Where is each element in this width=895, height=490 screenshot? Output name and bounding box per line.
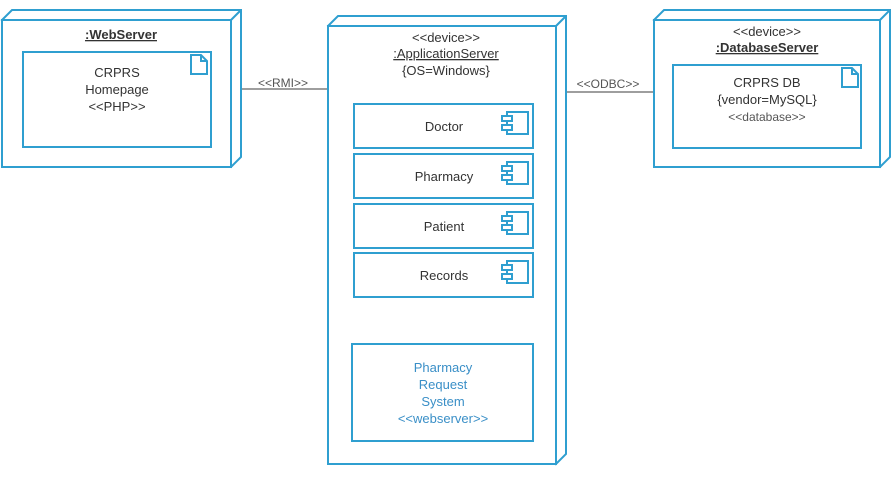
app-server-stereotype: <<device>> xyxy=(412,30,480,45)
component-pharmacy[interactable]: Pharmacy xyxy=(353,153,534,199)
db-artifact-line2: {vendor=MySQL} xyxy=(717,92,817,107)
app-server-property: {OS=Windows} xyxy=(402,63,490,78)
subsystem-line2: Request xyxy=(419,377,468,392)
web-server-node[interactable]: :WebServer CRPRS Homepage <<PHP>> xyxy=(0,9,242,169)
component-label: Doctor xyxy=(425,119,464,134)
component-icon xyxy=(501,161,529,185)
web-artifact-line1: CRPRS xyxy=(94,65,140,80)
component-patient[interactable]: Patient xyxy=(353,203,534,249)
component-label: Patient xyxy=(424,219,465,234)
component-label: Pharmacy xyxy=(415,169,474,184)
component-doctor[interactable]: Doctor xyxy=(353,103,534,149)
db-artifact-line1: CRPRS DB xyxy=(733,75,800,90)
component-label: Records xyxy=(420,268,469,283)
web-server-artifact[interactable]: CRPRS Homepage <<PHP>> xyxy=(22,51,212,148)
subsystem-stereotype: <<webserver>> xyxy=(398,411,488,426)
db-server-stereotype: <<device>> xyxy=(733,24,801,39)
component-icon xyxy=(501,211,529,235)
web-artifact-line3: <<PHP>> xyxy=(88,99,145,114)
web-artifact-line2: Homepage xyxy=(85,82,149,97)
component-icon xyxy=(501,111,529,135)
db-server-artifact[interactable]: CRPRS DB {vendor=MySQL} <<database>> xyxy=(672,64,862,149)
web-server-title: :WebServer xyxy=(85,27,157,42)
document-icon xyxy=(190,54,208,75)
db-server-title: :DatabaseServer xyxy=(716,40,819,55)
rmi-label: <<RMI>> xyxy=(258,76,308,90)
app-server-title: :ApplicationServer xyxy=(393,46,499,61)
document-icon xyxy=(841,67,859,88)
application-server-node[interactable]: <<device>> :ApplicationServer {OS=Window… xyxy=(326,15,567,466)
component-icon xyxy=(501,260,529,284)
odbc-label: <<ODBC>> xyxy=(577,77,640,91)
pharmacy-request-system[interactable]: Pharmacy Request System <<webserver>> xyxy=(351,343,534,442)
db-artifact-line3: <<database>> xyxy=(728,110,805,124)
component-records[interactable]: Records xyxy=(353,252,534,298)
subsystem-line3: System xyxy=(421,394,464,409)
subsystem-line1: Pharmacy xyxy=(414,360,473,375)
database-server-node[interactable]: <<device>> :DatabaseServer CRPRS DB {ven… xyxy=(652,9,891,169)
